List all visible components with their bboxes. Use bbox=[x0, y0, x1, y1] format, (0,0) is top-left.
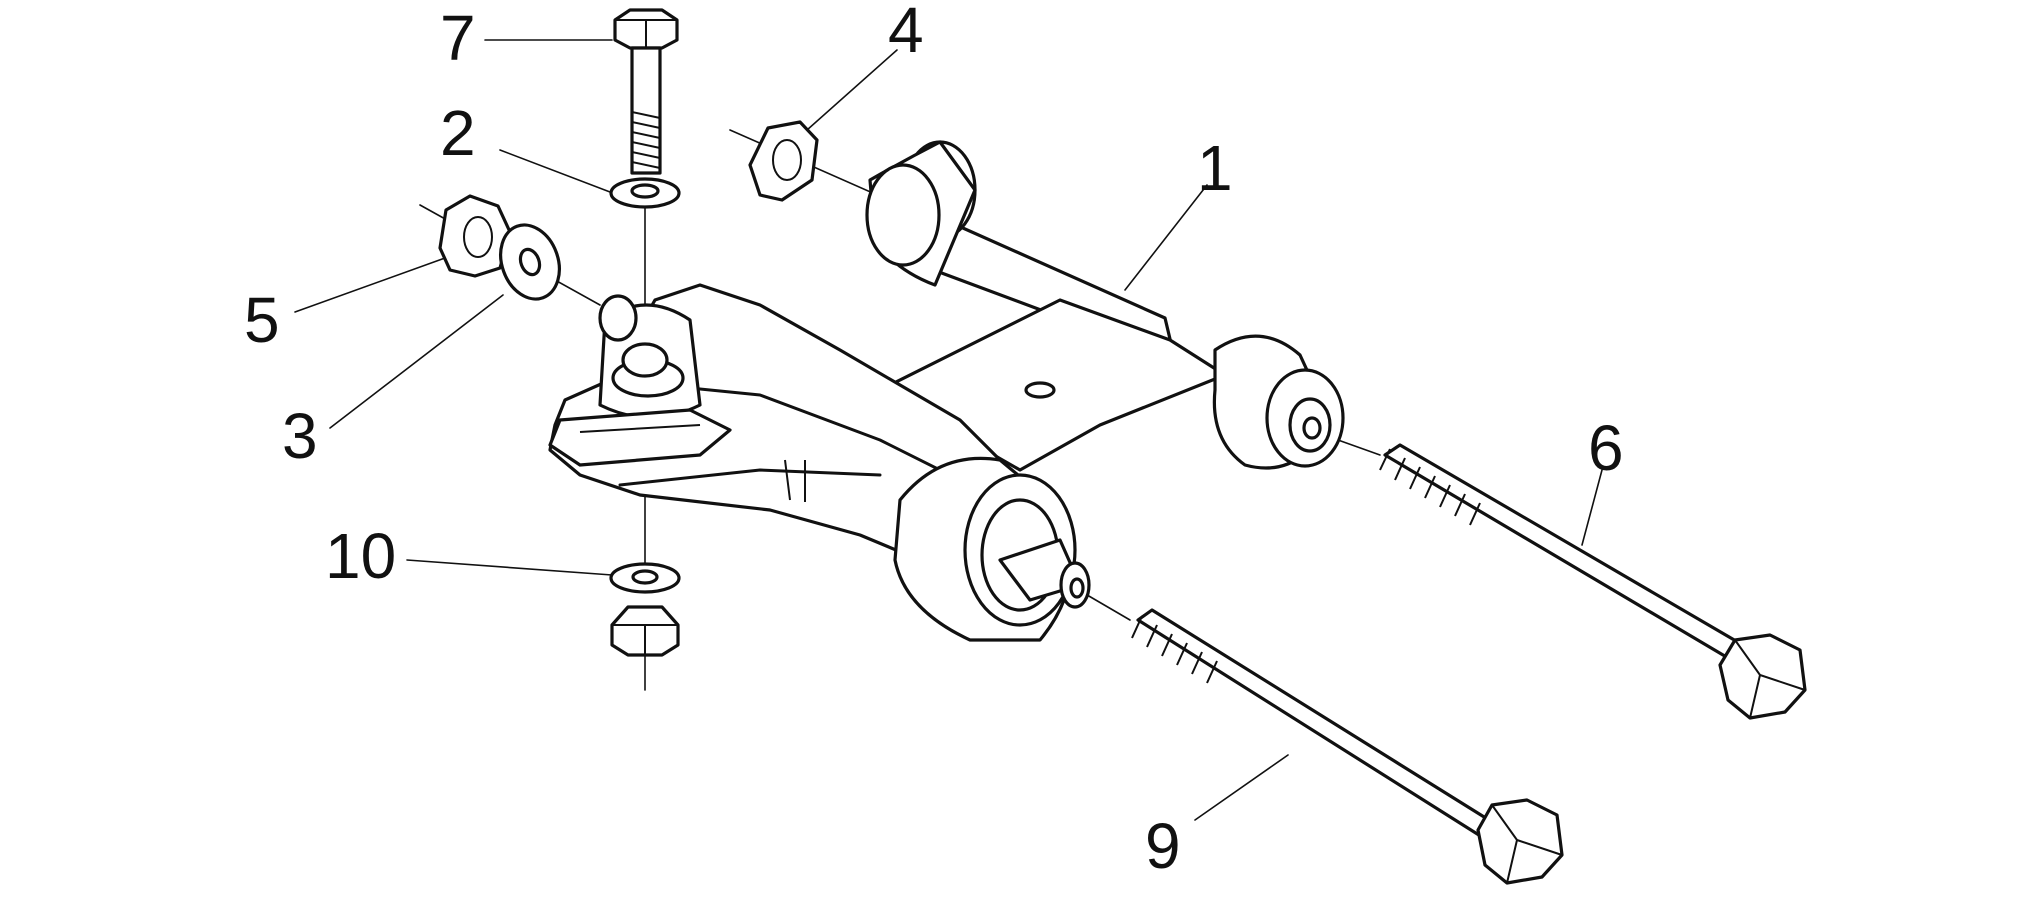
callout-1: 1 bbox=[1197, 132, 1233, 204]
callout-labels: 7 2 4 1 5 3 6 10 9 bbox=[244, 0, 1624, 882]
callout-3: 3 bbox=[282, 400, 318, 472]
callout-10: 10 bbox=[325, 520, 396, 592]
bushing-front bbox=[893, 456, 1091, 642]
callout-6: 6 bbox=[1588, 412, 1624, 484]
nut-bottom bbox=[610, 605, 680, 657]
callout-4: 4 bbox=[888, 0, 924, 66]
bushing-lower-rear bbox=[1212, 334, 1345, 470]
callout-7: 7 bbox=[440, 2, 476, 74]
nut-upper-right bbox=[748, 120, 819, 202]
washer-top bbox=[609, 177, 681, 209]
callout-5: 5 bbox=[244, 284, 280, 356]
nut-left bbox=[438, 194, 512, 278]
callout-9: 9 bbox=[1145, 810, 1181, 882]
washer-left bbox=[499, 223, 561, 301]
callout-2: 2 bbox=[440, 97, 476, 169]
bolt-long-right bbox=[1379, 443, 1807, 720]
bolt-long-bottom bbox=[1131, 608, 1564, 885]
bushing-upper bbox=[865, 140, 977, 287]
bolt-vertical bbox=[613, 8, 679, 175]
washer-bottom bbox=[609, 562, 681, 594]
